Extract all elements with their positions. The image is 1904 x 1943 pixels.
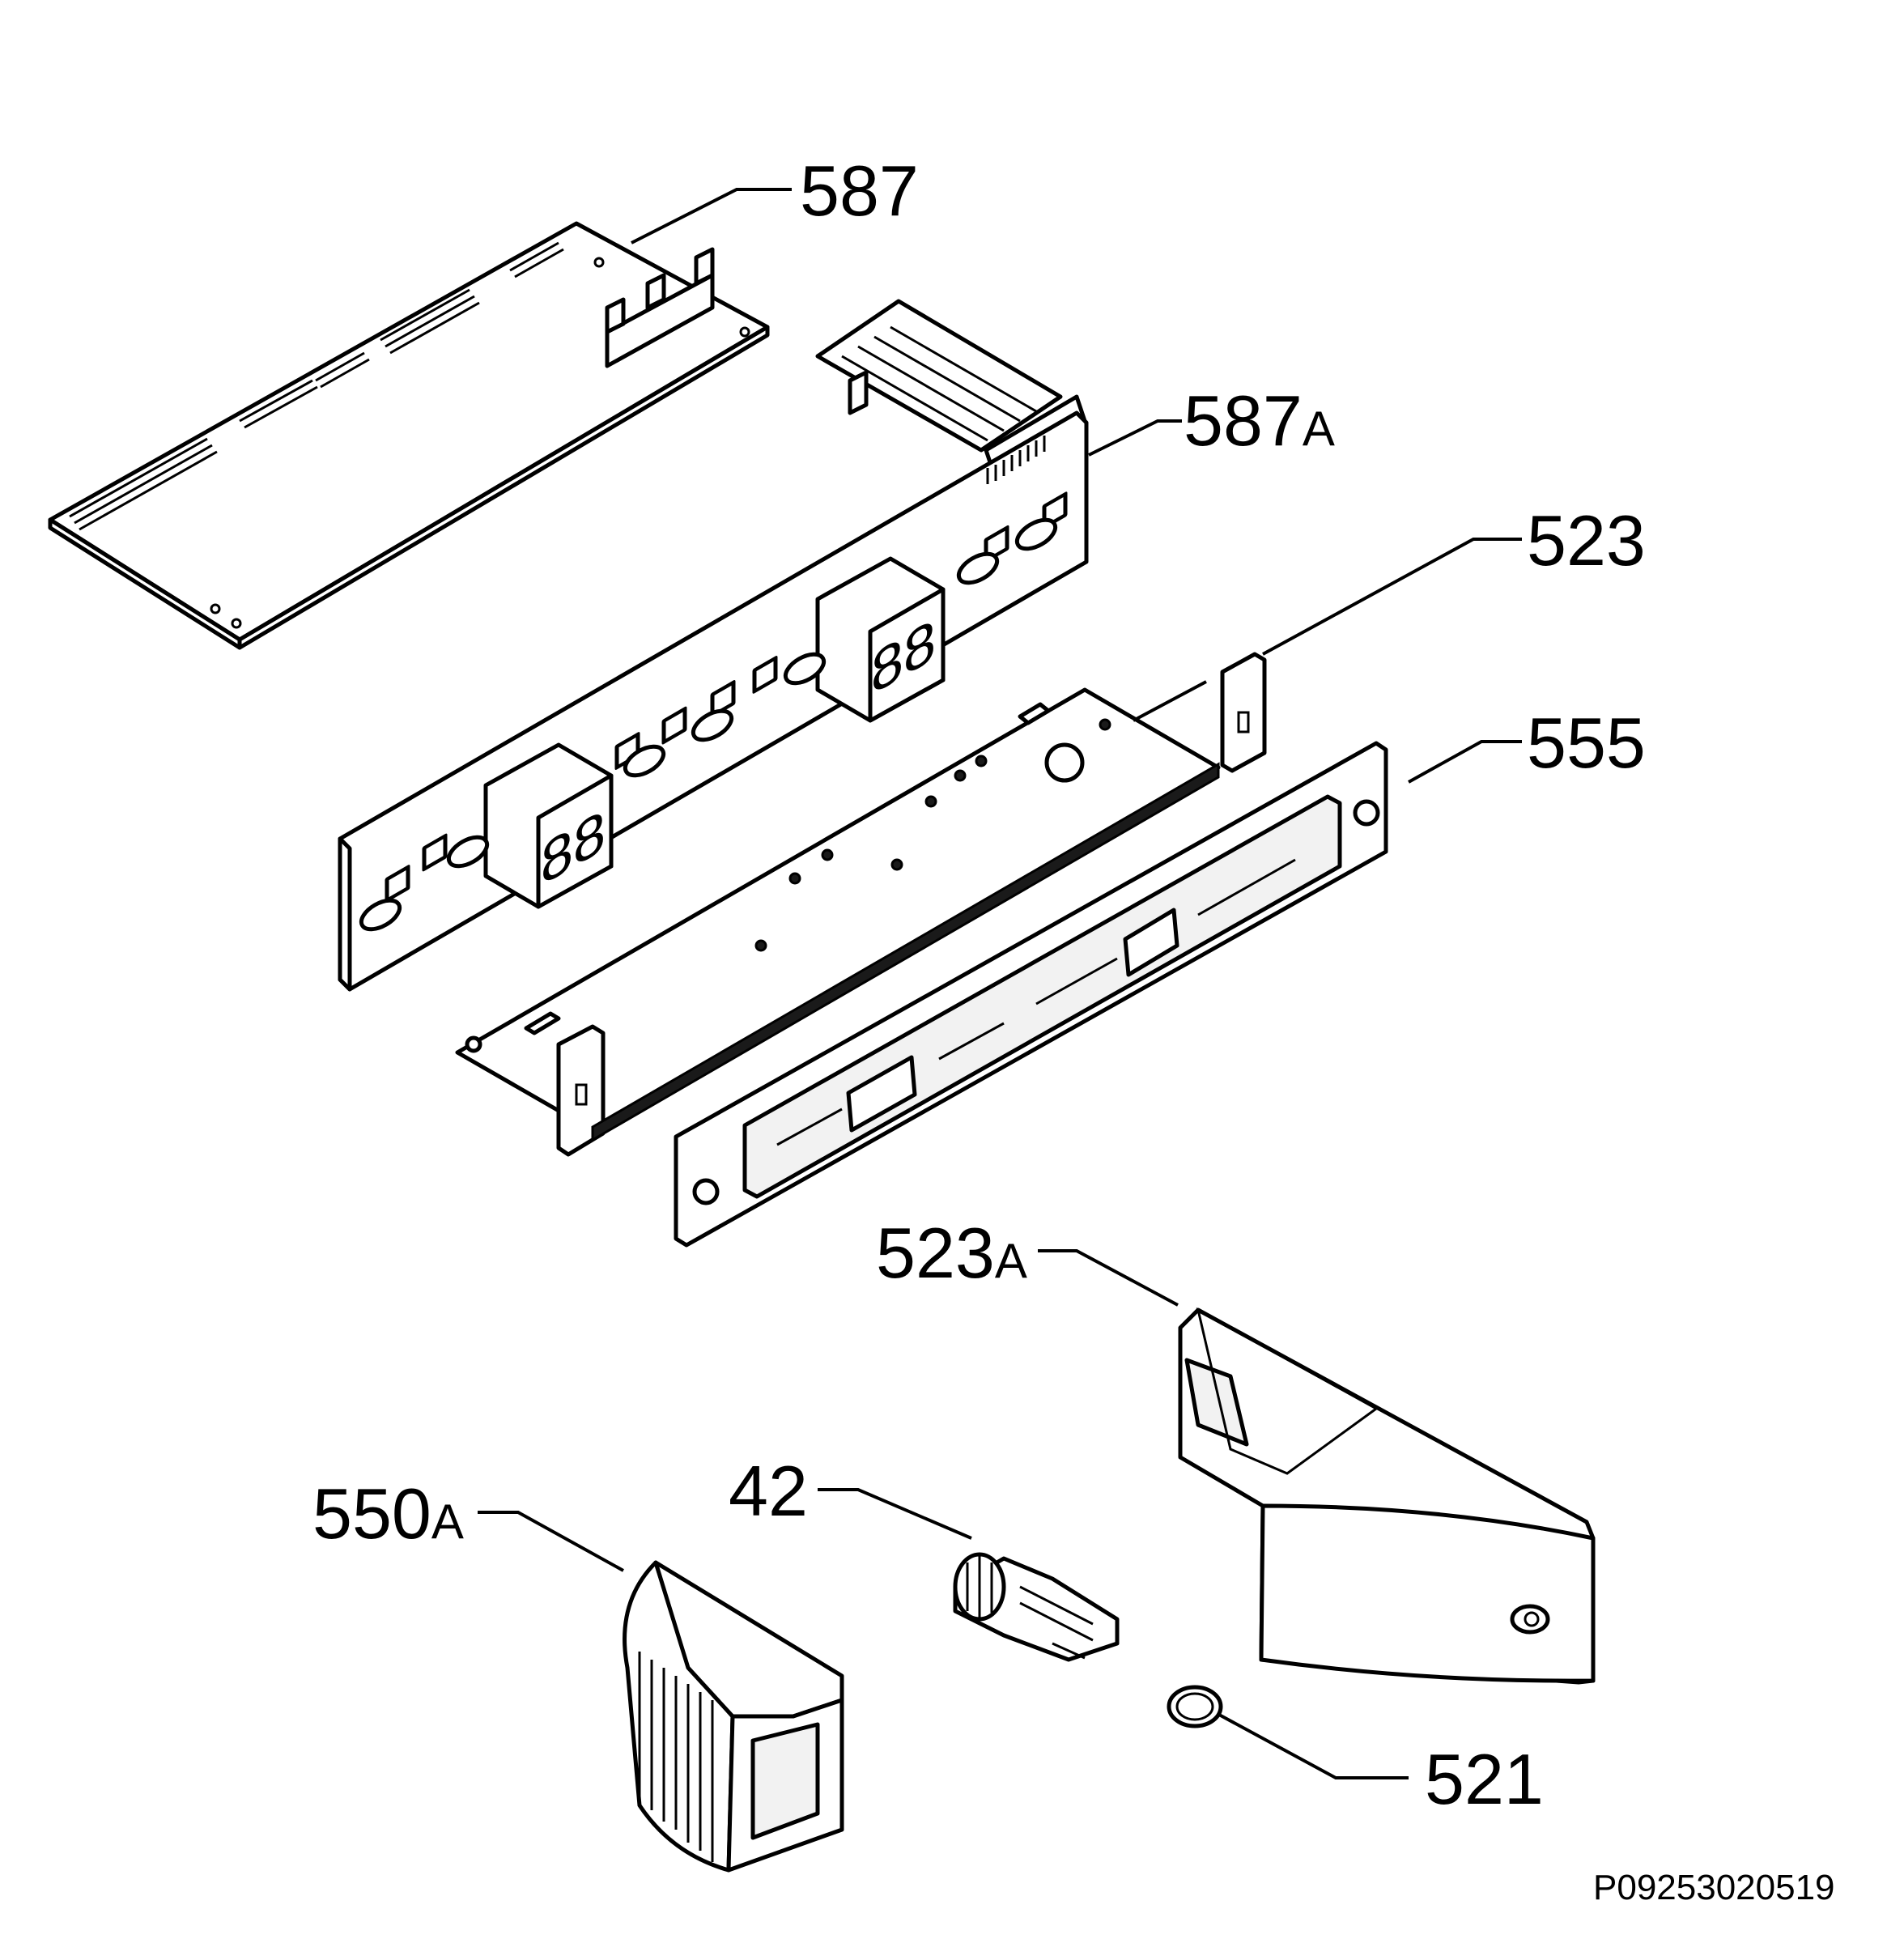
label-523: 523	[1527, 500, 1646, 580]
label-521: 521	[1425, 1739, 1544, 1819]
part-523a-right-end-cap	[1178, 1307, 1596, 1685]
part-555-front-panel	[674, 741, 1388, 1248]
part-523-bracket	[455, 652, 1267, 1157]
part-42-lamp-holder	[953, 1552, 1120, 1662]
label-523a: 523A	[876, 1213, 1027, 1293]
label-587a: 587A	[1184, 381, 1335, 461]
part-521-o-ring	[1167, 1685, 1223, 1728]
drawing-code: P09253020519	[1593, 1868, 1835, 1907]
label-587: 587	[800, 151, 919, 231]
label-550a: 550A	[312, 1473, 464, 1554]
part-587-circuit-board	[48, 221, 770, 650]
label-42: 42	[729, 1451, 808, 1531]
label-555: 555	[1527, 703, 1646, 783]
part-550a-left-end-cap	[623, 1560, 844, 1873]
part-587a-display-board: 88 88	[338, 410, 1089, 992]
leader-lines	[478, 188, 1522, 1779]
part-labels: 587 587A 523 555 523A 42 550A 521	[312, 151, 1646, 1819]
